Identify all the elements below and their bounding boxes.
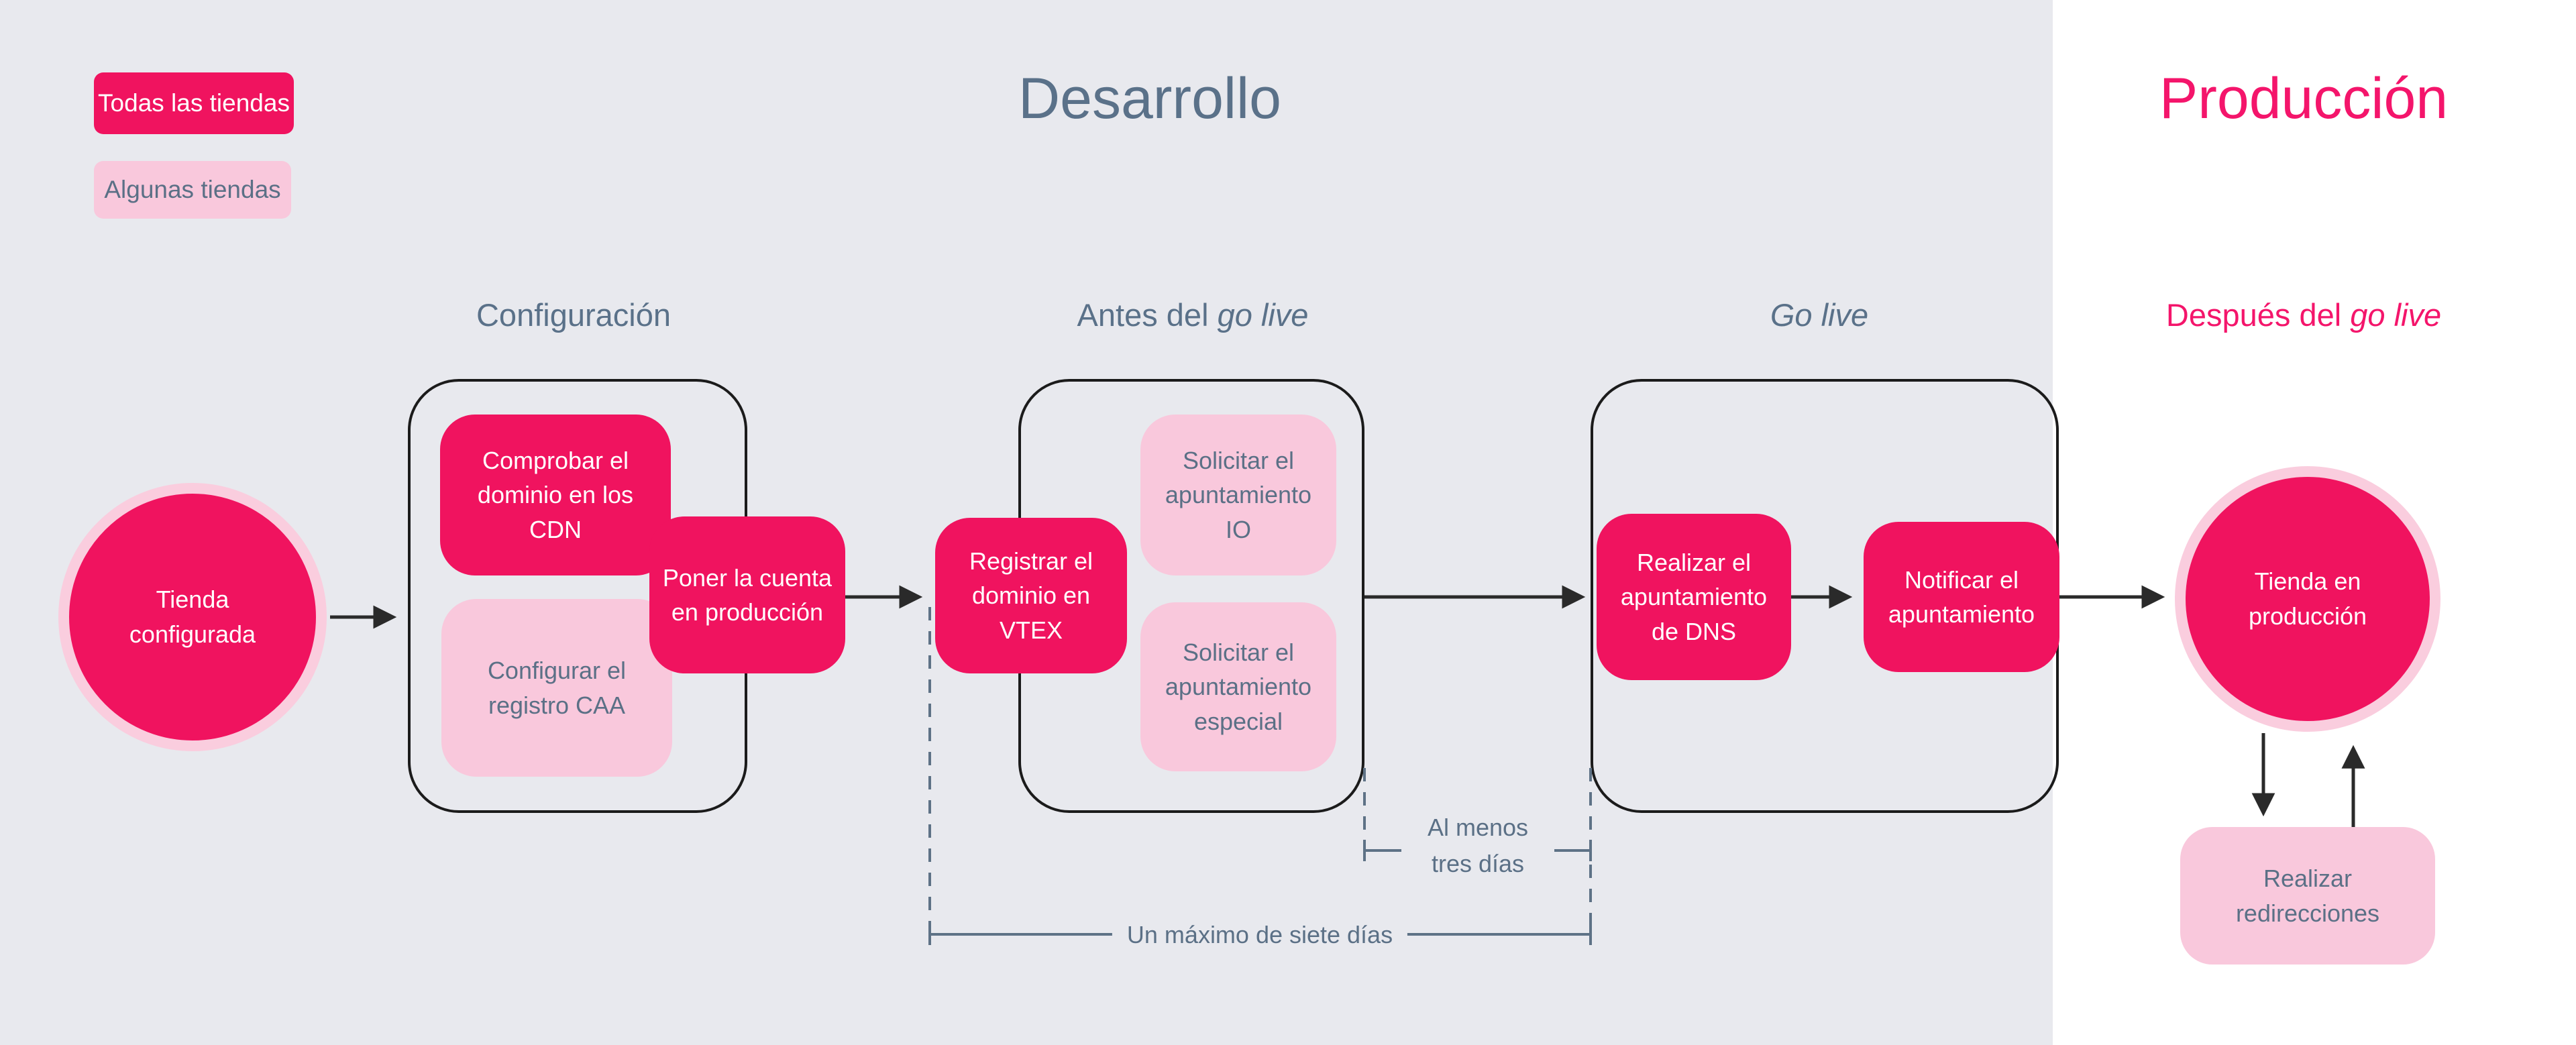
node-label: Configurar el registro CAA [487, 657, 627, 719]
node-registrar-dominio-vtex: Registrar el dominio en VTEX [935, 518, 1127, 673]
node-label: Solicitar el apuntamiento especial [1165, 639, 1312, 735]
section-header-antes-go-live: Antes del go live [958, 296, 1428, 333]
section-header-go-live: Go live [1585, 296, 2054, 333]
node-label: Registrar el dominio en VTEX [969, 547, 1093, 644]
annotation-min-days: Al menos tres días [1401, 807, 1554, 885]
section-text: Antes del [1077, 297, 1218, 333]
node-label: Poner la cuenta en producción [662, 563, 833, 626]
section-text-italic: go live [1217, 297, 1309, 333]
legend-all-stores-label: Todas las tiendas [98, 89, 290, 117]
development-title: Desarrollo [1018, 66, 1281, 131]
node-label: Comprobar el dominio en los CDN [477, 447, 634, 543]
section-header-despues-go-live: Después del go live [2069, 296, 2538, 333]
node-comprobar-dominio-cdn: Comprobar el dominio en los CDN [440, 415, 671, 575]
node-label: Notificar el apuntamiento [1888, 565, 2035, 628]
node-solicitar-apuntamiento-io: Solicitar el apuntamiento IO [1140, 415, 1336, 575]
section-text-italic: go live [2350, 297, 2442, 333]
node-tienda-configurada: Tienda configurada [58, 483, 327, 751]
node-tienda-en-produccion: Tienda en producción [2175, 466, 2440, 732]
node-label: Realizar el apuntamiento de DNS [1620, 549, 1768, 645]
node-poner-cuenta-produccion: Poner la cuenta en producción [649, 516, 845, 673]
node-label: Solicitar el apuntamiento IO [1165, 447, 1312, 543]
section-text: Configuración [476, 297, 671, 333]
legend-all-stores-badge: Todas las tiendas [94, 72, 294, 134]
section-text-italic: Go live [1770, 297, 1869, 333]
production-title: Producción [2159, 66, 2449, 131]
annotation-max-days: Un máximo de siete días [1112, 914, 1408, 956]
section-header-configuracion: Configuración [339, 296, 808, 333]
node-label: Tienda en producción [2248, 567, 2367, 630]
node-label: Realizar redirecciones [2235, 865, 2380, 927]
node-label: Tienda configurada [129, 585, 256, 648]
node-solicitar-apuntamiento-especial: Solicitar el apuntamiento especial [1140, 602, 1336, 771]
legend-some-stores-badge: Algunas tiendas [94, 161, 291, 219]
node-notificar-apuntamiento: Notificar el apuntamiento [1864, 522, 2059, 672]
node-realizar-redirecciones: Realizar redirecciones [2180, 827, 2435, 965]
legend-some-stores-label: Algunas tiendas [104, 176, 281, 203]
node-realizar-apuntamiento-dns: Realizar el apuntamiento de DNS [1597, 514, 1791, 680]
section-text: Después del [2165, 297, 2351, 333]
node-configurar-registro-caa: Configurar el registro CAA [441, 599, 672, 777]
